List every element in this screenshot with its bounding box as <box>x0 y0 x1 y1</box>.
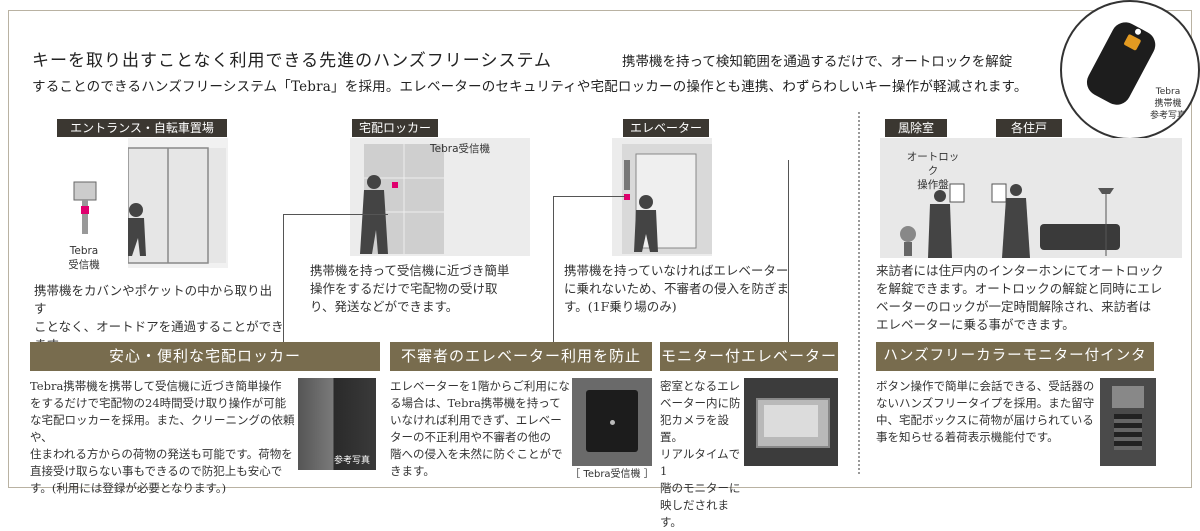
elevator-body-line: きます。 <box>390 464 435 478</box>
feature-title-intercom: ハンズフリーカラーモニター付インターホン <box>876 342 1154 393</box>
device-label-name: Tebra <box>1155 87 1181 97</box>
elevator-illustration <box>612 138 712 256</box>
locker-caption-line3: り、発送などができます。 <box>310 299 459 314</box>
intercom-caption-line1: 来訪者には住戸内のインターホンにてオートロック <box>876 263 1164 278</box>
monitor-body-line: リアルタイムで1 <box>660 447 741 478</box>
tag-each-unit: 各住戸 <box>996 119 1062 137</box>
tag-vestibule: 風除室 <box>885 119 947 137</box>
elevator-body-line: 階への侵入を未然に防ぐことがで <box>390 447 563 461</box>
key-fob-icon <box>1086 22 1156 105</box>
lead-text-line1: 携帯機を持って検知範囲を通過するだけで、オートロックを解錠 <box>622 54 1013 70</box>
locker-body-line: す。(利用には登録が必要となります。) <box>30 481 227 495</box>
lead-text-line2: することのできるハンズフリーシステム「Tebra」を採用。エレベーターのセキュリ… <box>32 79 1028 95</box>
locker-photo: 参考写真 <box>298 378 376 470</box>
page-frame <box>8 10 1192 488</box>
entrance-receiver-label1: Tebra <box>69 245 99 257</box>
feature-title-locker: 安心・便利な宅配ロッカー <box>30 342 380 371</box>
connector-line <box>283 214 284 342</box>
locker-receiver-label: Tebra受信機 <box>430 143 491 155</box>
monitor-body-line: 密室となるエレ <box>660 379 741 393</box>
device-illustration: Tebra 携帯機 参考写真 <box>1060 0 1200 140</box>
locker-body-line: な宅配ロッカーを採用。また、クリーニングの依頼や、 <box>30 413 295 444</box>
locker-caption-line1: 携帯機を持って受信機に近づき簡単 <box>310 263 510 278</box>
intercom-body-line: 事を知らせる着荷表示機能付です。 <box>876 430 1059 444</box>
autolock-panel-label1: オートロック <box>906 151 960 177</box>
entrance-illustration <box>128 138 228 268</box>
entrance-receiver-label2: 受信機 <box>68 259 100 271</box>
connector-line <box>553 196 625 197</box>
feature-title-elevator: 不審者のエレベーター利用を防止 <box>390 342 652 371</box>
locker-illustration <box>350 138 530 256</box>
monitor-body-line: 犯カメラを設置。 <box>660 413 729 444</box>
feature-title-monitor: モニター付エレベーター <box>660 342 838 371</box>
locker-caption-line2: 操作をするだけで宅配物の受け取 <box>310 281 498 296</box>
receiver-photo <box>572 378 652 466</box>
tag-entrance: エントランス・自転車置場 <box>57 119 227 137</box>
monitor-photo <box>744 378 838 466</box>
intercom-photo <box>1100 378 1156 466</box>
elevator-caption-line3: す。(1F乗り場のみ) <box>564 299 677 314</box>
device-label-photo: 参考写真 <box>1149 111 1186 121</box>
locker-body-line: をするだけで宅配物の24時間受け取り操作が可能 <box>30 396 287 410</box>
autolock-panel-label2: 操作盤 <box>917 179 949 191</box>
elevator-body-line: る場合は、Tebra携帯機を持って <box>390 396 561 410</box>
intercom-caption-line4: エレベーターに乗る事ができます。 <box>876 317 1075 332</box>
entrance-caption-line1: 携帯機をカバンやポケットの中から取り出す <box>34 283 273 316</box>
locker-body-line: 直接受け取らない事もできるので防犯上も安心で <box>30 464 283 478</box>
elevator-caption-line1: 携帯機を持っていなければエレベーター <box>564 263 789 278</box>
intercom-caption-line3: ベーターのロックが一定時間解除され、来訪者は <box>876 299 1152 314</box>
tag-elevator: エレベーター <box>623 119 709 137</box>
intercom-body-line: ないハンズフリータイプを採用。また留守 <box>876 396 1095 410</box>
elevator-body-line: ターの不正利用や不審者の他の <box>390 430 551 444</box>
connector-line <box>788 160 789 342</box>
monitor-body-line: ベーター内に防 <box>660 396 741 410</box>
monitor-body-line: 階のモニターに <box>660 481 741 495</box>
device-label-type: 携帯機 <box>1154 99 1182 109</box>
elevator-caption-line2: に乗れないため、不審者の侵入を防ぎま <box>564 281 790 296</box>
section-divider <box>858 112 860 474</box>
entrance-receiver-icon <box>73 181 97 234</box>
intercom-caption-line2: を解錠できます。オートロックの解錠と同時にエレ <box>876 281 1163 296</box>
connector-line <box>553 196 554 342</box>
elevator-body-line: エレベーターを1階からご利用にな <box>390 379 570 393</box>
elevator-body-line: いなければ利用できず、エレベー <box>390 413 562 427</box>
locker-body-line: 住まわれる方からの荷物の発送も可能です。荷物を <box>30 447 293 461</box>
intercom-body-line: 中、宅配ボックスに荷物が届けられている <box>876 413 1094 427</box>
locker-body-line: Tebra携帯機を携帯して受信機に近づき簡単操作 <box>30 379 282 393</box>
headline: キーを取り出すことなく利用できる先進のハンズフリーシステム <box>32 51 552 71</box>
connector-line <box>283 214 388 215</box>
intercom-illustration <box>880 138 1182 258</box>
monitor-body-line: 映しだされます。 <box>660 498 729 529</box>
intercom-body-line: ボタン操作で簡単に会話できる、受話器の <box>876 379 1095 393</box>
tag-locker: 宅配ロッカー <box>352 119 438 137</box>
receiver-photo-caption: ［ Tebra受信機 ］ <box>570 469 654 480</box>
locker-photo-caption: 参考写真 <box>333 456 370 466</box>
